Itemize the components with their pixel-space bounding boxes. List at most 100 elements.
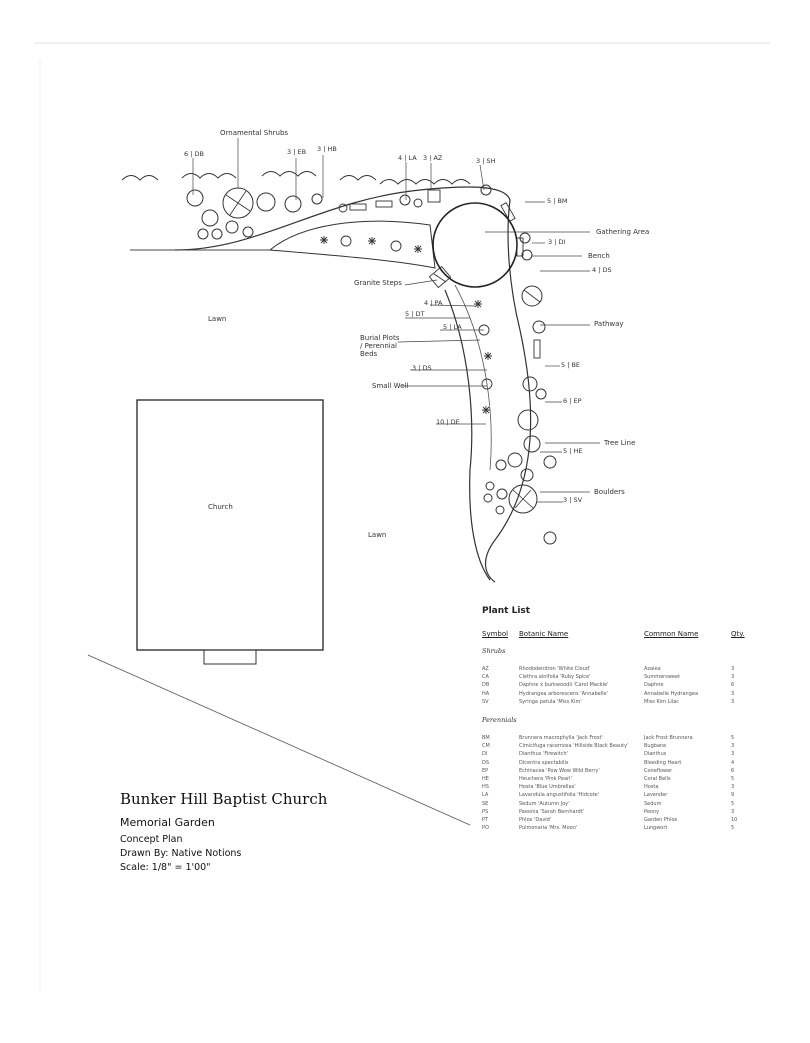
plant-quantity: 3 [731, 698, 735, 705]
plant-symbol: CA [482, 674, 489, 681]
plant-code: 5 | BM [547, 197, 568, 205]
plant-group-heading: Perennials [482, 716, 517, 725]
plant-quantity: 3 [731, 784, 735, 791]
bench-symbols [349, 200, 541, 359]
plant-code: 5 | HE [563, 447, 583, 455]
plant-common-name: Miss Kim Lilac [644, 698, 680, 705]
plant-symbol: HS [482, 784, 489, 791]
pathway-edge-outer [454, 284, 492, 471]
label-gathering-area: Gathering Area [596, 228, 650, 236]
plant-common-name: Lavender [644, 792, 668, 799]
plant-botanic-name: Heuchera 'Pink Pearl' [519, 776, 572, 783]
plant-botanic-name: Hosta 'Blue Umbrellas' [519, 784, 576, 791]
plant-common-name: Azalea [644, 666, 661, 672]
label-church: Church [208, 503, 233, 511]
plant-code: 5 | DT [405, 310, 425, 318]
plant-symbol: SV [482, 698, 489, 705]
plant-botanic-name: Rhododendron 'White Cloud' [519, 666, 591, 672]
plant-common-name: Hosta [644, 784, 659, 791]
plant-common-name: Coral Bells [644, 776, 671, 783]
plant-botanic-name: Dianthus 'Firewitch' [519, 751, 568, 758]
plant-symbol: SE [482, 800, 489, 807]
plant-code: 10 | DE [436, 418, 460, 426]
plant-common-name: Bleeding Heart [644, 759, 682, 766]
plant-code: 3 | DS [412, 364, 432, 372]
header-botanic: Botanic Name [519, 630, 569, 638]
perennial-star-symbols [320, 236, 492, 414]
plant-symbol: PT [482, 817, 489, 824]
plant-quantity: 3 [731, 743, 735, 750]
plant-row: HS Hosta 'Blue Umbrellas' Hosta 3 [482, 783, 752, 791]
plant-quantity: 5 [731, 776, 735, 783]
plant-code: 3 | DI [548, 238, 566, 246]
plant-quantity: 10 [731, 817, 738, 824]
plant-code: 6 | DB [184, 150, 204, 158]
header-common: Common Name [644, 630, 699, 638]
church-entry [203, 649, 257, 665]
plant-botanic-name: Syringa patula 'Miss Kim' [519, 698, 582, 705]
plant-row: AZ Rhododendron 'White Cloud' Azalea 3 [482, 665, 752, 673]
plant-common-name: Garden Phlox [644, 817, 678, 824]
shrub-symbols [186, 184, 557, 545]
plant-code: 3 | SH [476, 157, 496, 165]
plant-botanic-name: Hydrangea arborescens 'Annabelle' [519, 690, 608, 697]
plant-code: 5 | LA [443, 323, 462, 331]
label-ornamental-shrubs: Ornamental Shrubs [220, 129, 289, 137]
label-bench: Bench [588, 252, 610, 260]
plant-symbol: LA [482, 792, 489, 799]
plant-common-name: Annabelle Hydrangea [644, 690, 699, 697]
title-block: Bunker Hill Baptist Church Memorial Gard… [120, 790, 420, 876]
perennial-bed-crescent [268, 220, 436, 269]
plant-symbol: PO [482, 825, 489, 832]
plant-common-name: Sedum [644, 800, 662, 807]
plant-code: 4 | DS [592, 266, 612, 274]
plant-code: 3 | EB [287, 148, 307, 156]
tree-line-top [121, 171, 471, 185]
plant-common-name: Lungwort [644, 825, 668, 832]
plant-botanic-name: Brunnera macrophylla 'Jack Frost' [519, 735, 603, 742]
plant-symbol: DI [482, 751, 488, 758]
plant-quantity: 3 [731, 751, 735, 758]
plant-code: 4 | PA [424, 299, 443, 307]
plant-code: 6 | EP [563, 397, 582, 405]
plant-quantity: 6 [731, 767, 735, 774]
label-burial-plots: Burial Plots / Perennial Beds [360, 334, 400, 358]
plant-botanic-name: Clethra alnifolia 'Ruby Spice' [519, 674, 591, 681]
plant-symbol: AZ [482, 666, 489, 672]
property-line [87, 654, 471, 826]
plant-code: 5 | BE [561, 361, 581, 369]
label-pathway: Pathway [594, 320, 624, 328]
plant-symbol: DS [482, 759, 490, 766]
plant-list-title: Plant List [482, 606, 531, 616]
plant-quantity: 6 [731, 682, 735, 689]
label-boulders: Boulders [594, 488, 625, 496]
plant-symbol: HA [482, 690, 490, 697]
plant-quantity: 3 [731, 666, 735, 672]
church-building [136, 399, 324, 651]
plant-symbol: HE [482, 776, 489, 783]
project-name: Memorial Garden [120, 816, 215, 829]
plant-code: 3 | SV [563, 496, 583, 504]
scale: Scale: 1/8" = 1'00" [120, 862, 211, 873]
church-name: Bunker Hill Baptist Church [120, 790, 328, 808]
plant-symbol: BM [482, 735, 490, 742]
header-symbol: Symbol [482, 630, 509, 638]
plant-symbol: CM [482, 743, 490, 750]
plant-row: SV Syringa patula 'Miss Kim' Miss Kim Lila… [482, 698, 752, 706]
plant-quantity: 9 [731, 792, 735, 799]
